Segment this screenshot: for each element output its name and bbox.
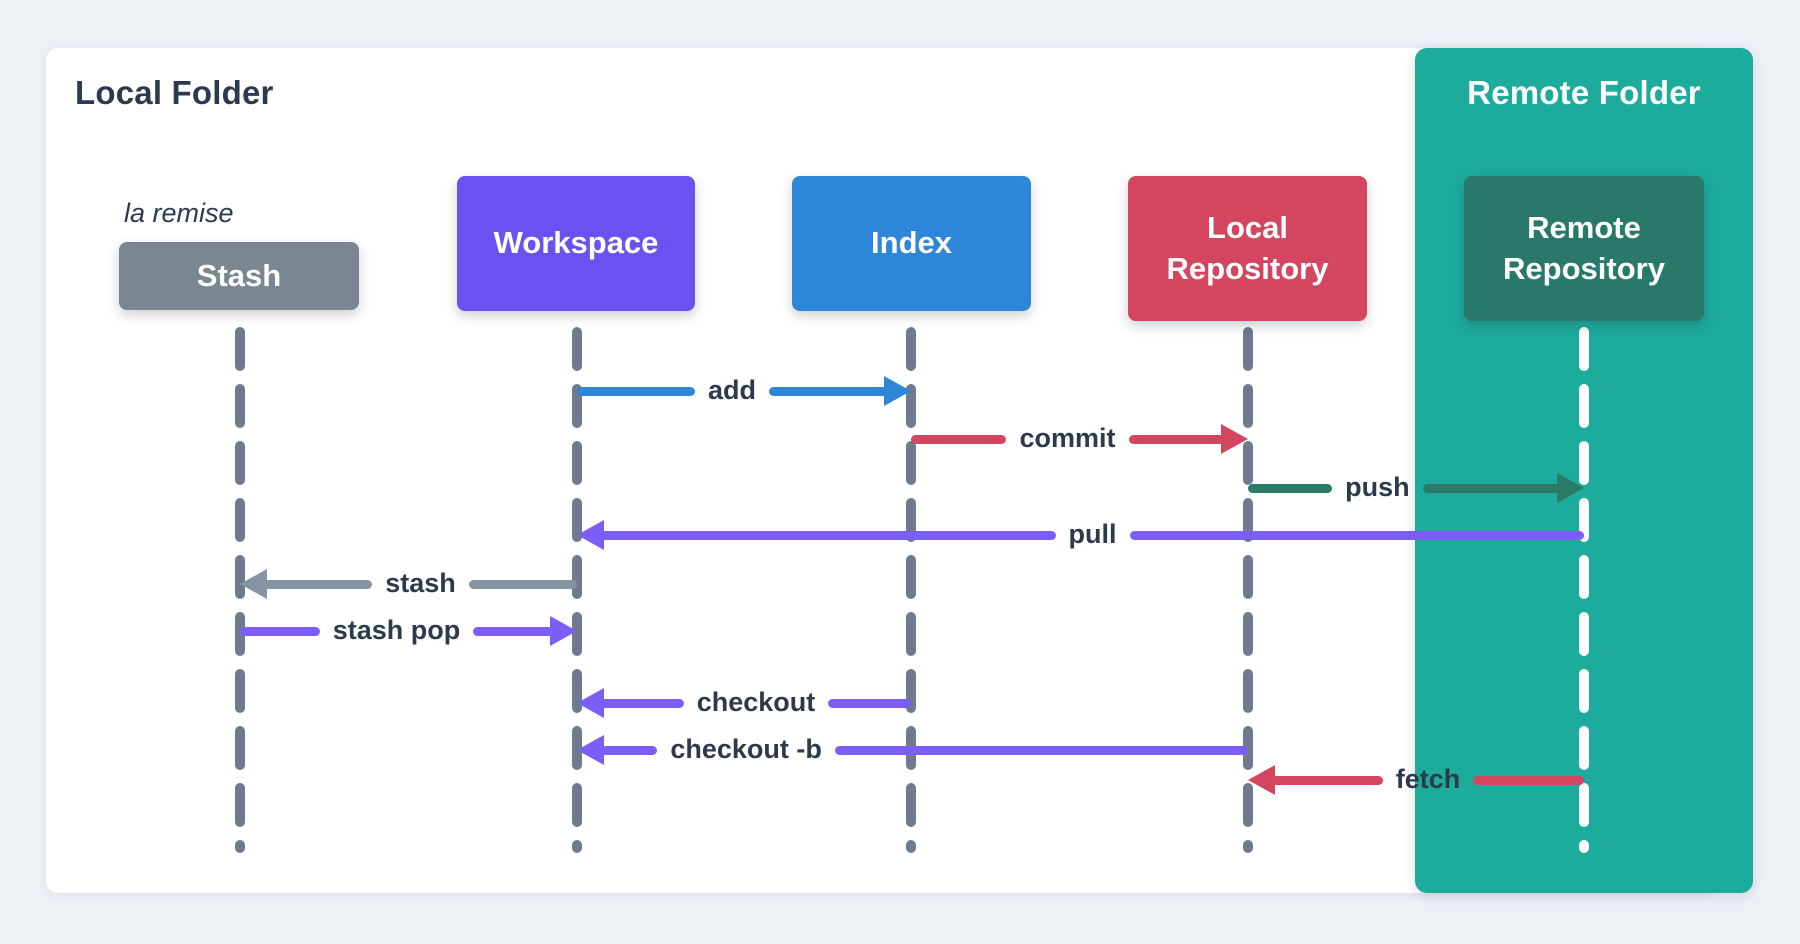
fetch-arrow-line <box>1272 775 1383 785</box>
pull-arrowhead-left-icon <box>577 520 604 550</box>
stash-node: Stash <box>119 242 359 310</box>
stash-arrow-line <box>468 579 578 589</box>
index-node: Index <box>792 176 1031 311</box>
push-arrowhead-right-icon <box>1557 473 1584 503</box>
checkout-b-arrow-label: checkout -b <box>670 733 822 764</box>
checkout-b-arrow: checkout -b <box>577 730 1248 770</box>
pull-arrow: pull <box>577 515 1584 555</box>
checkout-b-arrowhead-left-icon <box>577 735 604 765</box>
fetch-arrow-line <box>1473 775 1585 785</box>
stash-pop-arrowhead-right-icon <box>550 616 578 646</box>
push-arrow: push <box>1248 468 1584 508</box>
commit-arrow-line <box>911 434 1007 444</box>
checkout-b-arrow-line <box>601 745 658 755</box>
add-arrow-line <box>769 386 888 396</box>
pull-arrow-label: pull <box>1068 518 1117 549</box>
checkout-b-arrow-line <box>834 745 1248 755</box>
checkout-arrowhead-left-icon <box>577 688 604 718</box>
stash-pop-arrow: stash pop <box>240 611 578 651</box>
workspace-node: Workspace <box>457 176 695 311</box>
stash-arrow-label: stash <box>385 567 456 598</box>
remote-repository-node-label: Remote <box>1527 209 1641 245</box>
local-repository-node-label: Repository <box>1166 250 1329 286</box>
fetch-arrow: fetch <box>1248 760 1585 800</box>
fetch-arrowhead-left-icon <box>1248 765 1275 795</box>
stash-arrow-line <box>264 579 373 589</box>
workspace-node-label: Workspace <box>493 225 659 261</box>
push-arrow-label: push <box>1345 471 1410 502</box>
push-arrow-line <box>1422 483 1560 493</box>
stash-annotation: la remise <box>124 198 234 228</box>
checkout-arrow-line <box>601 698 684 708</box>
index-node-label: Index <box>871 225 952 261</box>
stash-node-label: Stash <box>196 257 282 293</box>
commit-arrow: commit <box>911 419 1248 459</box>
commit-arrow-line <box>1128 434 1224 444</box>
local-repository-node-label: Local <box>1207 209 1288 245</box>
add-arrowhead-right-icon <box>884 376 912 406</box>
stash-pop-arrow-label: stash pop <box>332 614 461 645</box>
checkout-arrow: checkout <box>577 683 912 723</box>
pull-arrow-line <box>1129 530 1584 540</box>
commit-arrowhead-right-icon <box>1221 424 1248 454</box>
checkout-arrow-label: checkout <box>696 686 816 717</box>
commit-arrow-label: commit <box>1019 422 1116 453</box>
fetch-arrow-label: fetch <box>1395 763 1461 794</box>
push-arrow-line <box>1248 483 1333 493</box>
add-arrow-line <box>577 386 695 396</box>
stash-arrow: stash <box>240 564 578 604</box>
stash-arrowhead-left-icon <box>240 569 267 599</box>
local-folder-title: Local Folder <box>75 74 274 111</box>
remote-folder-title: Remote Folder <box>1467 74 1701 111</box>
checkout-arrow-line <box>828 698 912 708</box>
stash-pop-arrow-line <box>473 626 554 636</box>
stash-pop-arrow-line <box>240 626 320 636</box>
add-arrow-label: add <box>708 374 757 405</box>
add-arrow: add <box>577 371 912 411</box>
remote-repository-node-label: Repository <box>1503 250 1665 286</box>
pull-arrow-line <box>601 530 1056 540</box>
